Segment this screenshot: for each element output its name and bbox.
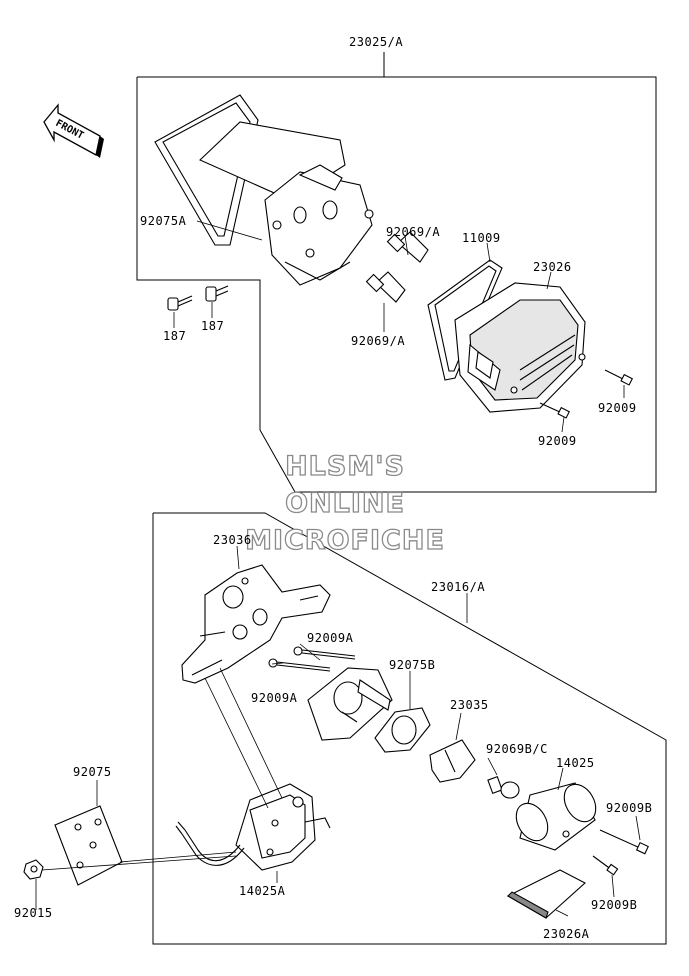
label-23025A: 23025/A — [349, 35, 403, 49]
nut-92015 — [23, 859, 44, 880]
label-11009: 11009 — [462, 231, 501, 245]
screw-92009-lower — [539, 402, 571, 419]
label-187-left: 187 — [163, 329, 186, 343]
bulb-92069BC — [487, 776, 520, 799]
bolt-92009A-lower — [293, 646, 356, 660]
bottom-assembly-frame — [152, 512, 667, 945]
label-92009B-lower: 92009B — [591, 898, 637, 912]
front-arrow-icon: FRONT — [43, 103, 104, 158]
label-92069A-top: 92069/A — [386, 225, 440, 239]
label-23016A: 23016/A — [431, 580, 485, 594]
housing-14025A — [235, 783, 331, 871]
lens-14025 — [515, 782, 597, 851]
screw-92009-upper — [604, 369, 634, 386]
label-92009-lower: 92009 — [538, 434, 577, 448]
top-assembly-frame — [136, 52, 657, 493]
leader-lines-bottom — [35, 545, 641, 917]
bolt-187-left — [167, 295, 193, 311]
label-92009-upper: 92009 — [598, 401, 637, 415]
bracket-23036 — [181, 564, 331, 684]
lens-23026 — [454, 282, 586, 413]
watermark: HLSM'S ONLINE MICROFICHE — [244, 450, 445, 556]
label-23035: 23035 — [450, 698, 489, 712]
label-23036: 23036 — [213, 533, 252, 547]
socket-92075B — [374, 707, 431, 753]
label-92015: 92015 — [14, 906, 53, 920]
watermark-line-2: ONLINE — [285, 488, 405, 519]
label-92009B-upper: 92009B — [606, 801, 652, 815]
part-labels: 23025/A 92075A 92069/A 11009 23026 187 1… — [14, 35, 652, 941]
watermark-line-1: HLSM'S — [285, 451, 405, 482]
label-23026A: 23026A — [543, 927, 590, 941]
label-187-right: 187 — [201, 319, 224, 333]
wire-harness — [175, 821, 245, 866]
label-92009A-lower: 92009A — [251, 691, 298, 705]
taillight-housing-92075A — [154, 94, 374, 286]
watermark-line-3: MICROFICHE — [245, 525, 445, 556]
screw-92009B-upper — [599, 829, 649, 855]
leader-lines-top — [173, 220, 625, 433]
bolt-187-right — [205, 285, 229, 302]
bolt-92009A-upper — [268, 658, 331, 672]
reflector-23026A — [506, 869, 586, 919]
screw-92009B-lower — [592, 855, 619, 876]
label-92075A: 92075A — [140, 214, 187, 228]
label-92009A-upper: 92009A — [307, 631, 354, 645]
label-92069BC: 92069B/C — [486, 742, 548, 756]
label-92075: 92075 — [73, 765, 112, 779]
label-14025A: 14025A — [239, 884, 286, 898]
label-92069A-bottom: 92069/A — [351, 334, 405, 348]
label-14025: 14025 — [556, 756, 595, 770]
bulb-92069A-bottom — [365, 271, 406, 303]
label-23026: 23026 — [533, 260, 572, 274]
light-base-plate — [307, 667, 393, 741]
holder-23035 — [429, 739, 476, 783]
plate-92075 — [54, 805, 123, 886]
label-92075B: 92075B — [389, 658, 435, 672]
